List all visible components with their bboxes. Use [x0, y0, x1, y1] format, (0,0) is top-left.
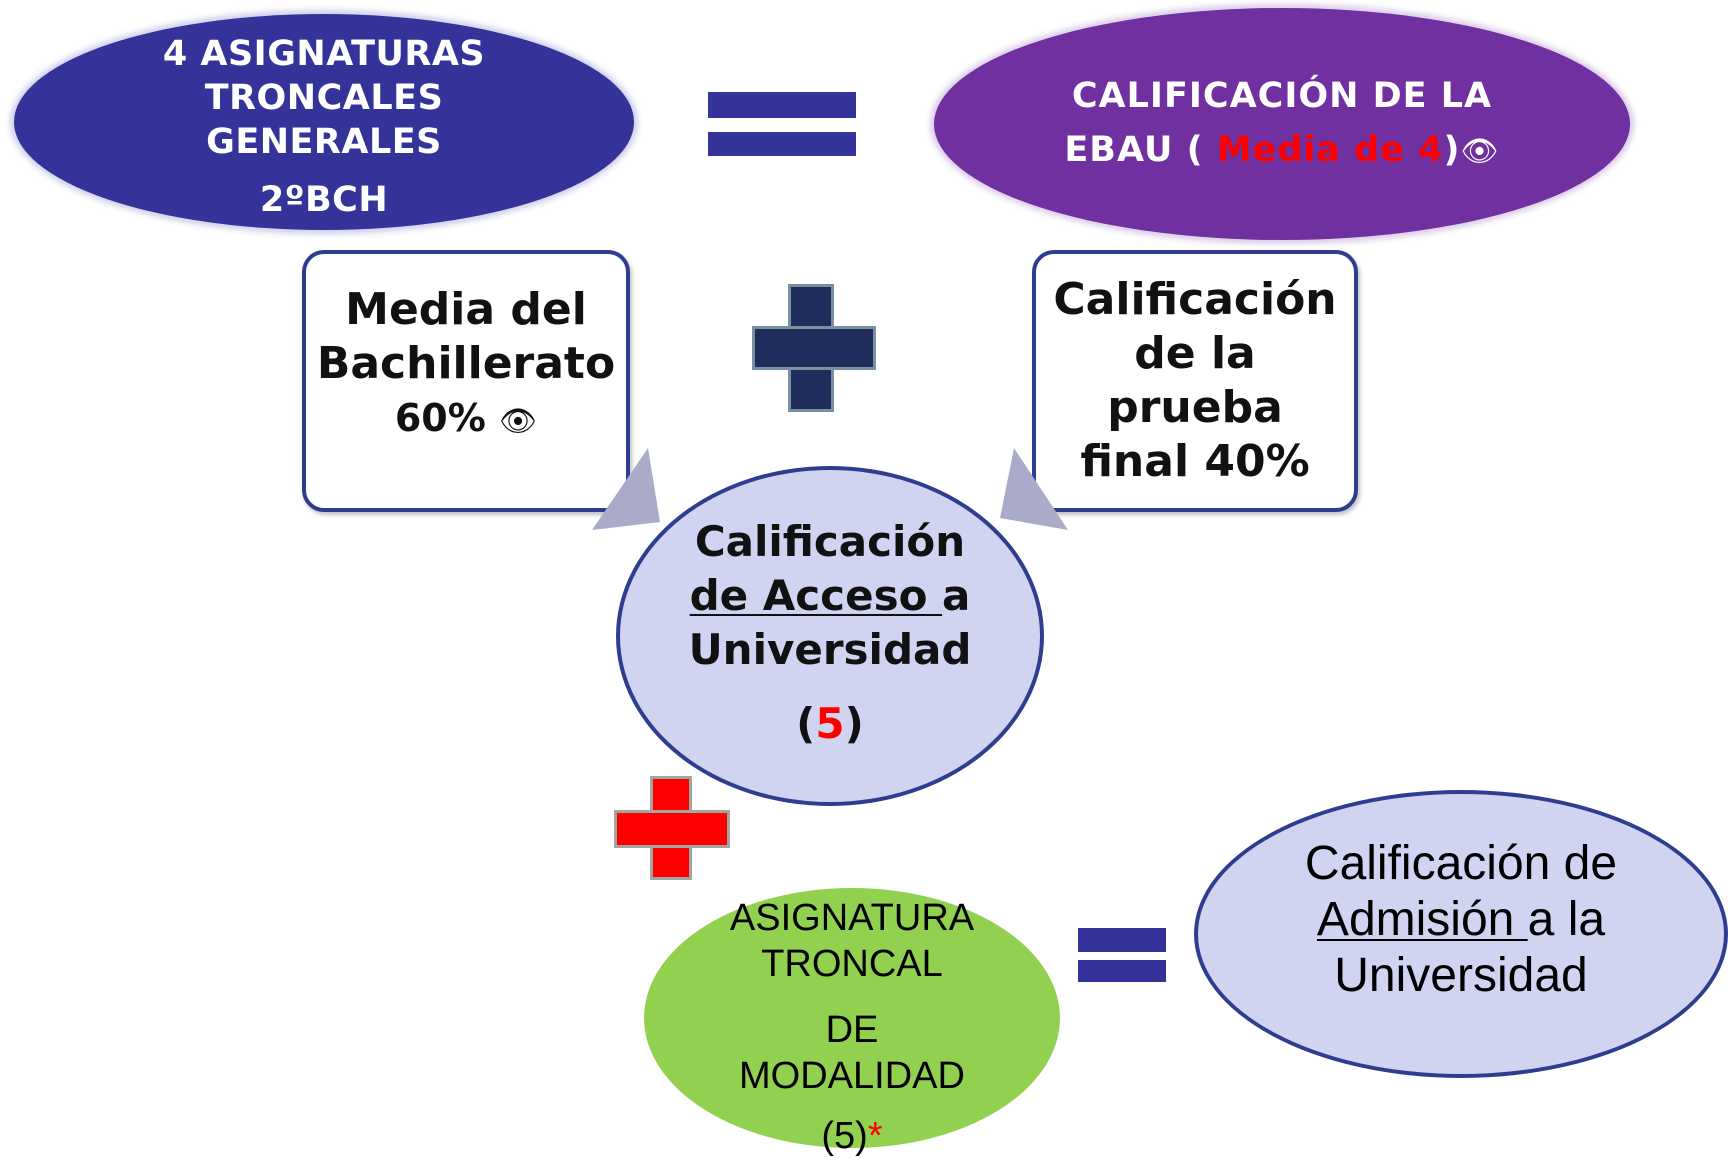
admision-line-1: Calificación de: [1304, 837, 1618, 890]
eye-icon: 👁: [1460, 134, 1500, 169]
media-bachillerato-box: Media del Bachillerato 60% 👁: [302, 250, 630, 512]
admision-underlined: Admisión: [1316, 893, 1528, 946]
modalidad-line-5: (5)*: [644, 1113, 1060, 1159]
acceso-five: 5: [815, 698, 845, 748]
bach-percent: 60%: [394, 396, 500, 440]
modalidad-five: (5): [821, 1115, 868, 1157]
modalidad-asterisk: *: [867, 1115, 883, 1157]
prueba-line-2: de la: [1134, 328, 1256, 379]
troncal-modalidad-ellipse: [644, 888, 1060, 1148]
admision-line-2: Admisión a la: [1317, 892, 1605, 948]
prueba-line-3: prueba: [1107, 382, 1283, 433]
acceso-paren-close: ): [844, 698, 864, 748]
modalidad-line-3: DE: [825, 1009, 879, 1051]
acceso-paren-open: (: [796, 698, 816, 748]
ebau-line-2: EBAU ( Media de 4)👁: [1064, 123, 1499, 179]
calificacion-admision-ellipse: Calificación de Admisión a la Universida…: [1194, 790, 1728, 1078]
acceso-line-3: Universidad: [688, 624, 972, 674]
equals-bar-lower: [708, 132, 856, 156]
modalidad-text: ASIGNATURA TRONCAL DE MODALIDAD (5)*: [644, 895, 1060, 1159]
troncales-line-1: 4 ASIGNATURAS: [162, 34, 486, 74]
acceso-line-2: de Acceso a: [690, 569, 971, 623]
eye-icon: 👁: [499, 404, 538, 439]
prueba-line-4: final 40%: [1080, 436, 1310, 487]
troncales-line-2: TRONCALES: [204, 78, 444, 118]
bach-line-3: 60% 👁: [395, 391, 537, 449]
calificacion-acceso-ellipse: Calificación de Acceso a Universidad (5): [616, 466, 1044, 806]
arrow-left-icon: [592, 448, 660, 530]
acceso-underlined: de Acceso: [689, 570, 943, 620]
prueba-line-1: Calificación: [1053, 274, 1337, 325]
plus-red-center: [653, 813, 689, 845]
ebau-media-de-4: Media de 4: [1216, 130, 1444, 170]
arrow-right-icon: [1000, 448, 1068, 530]
modalidad-line-4: MODALIDAD: [739, 1055, 965, 1097]
equals-bar-upper-2: [1078, 928, 1166, 952]
ebau-line-1: CALIFICACIÓN DE LA: [1071, 76, 1493, 116]
bach-line-2: Bachillerato: [316, 338, 616, 389]
calificacion-ebau-ellipse: CALIFICACIÓN DE LA EBAU ( Media de 4)👁: [934, 8, 1630, 240]
acceso-number: (5): [796, 699, 864, 748]
ebau-line-2-post: ): [1443, 130, 1461, 170]
ebau-line-2-pre: EBAU (: [1064, 130, 1217, 170]
troncales-line-3: GENERALES: [206, 122, 442, 162]
modalidad-line-2: TRONCAL: [761, 943, 943, 985]
equals-bar-upper: [708, 92, 856, 118]
plus-center: [791, 329, 831, 367]
troncales-course: 2ºBCH: [259, 180, 389, 220]
troncales-generales-ellipse: 4 ASIGNATURAS TRONCALES GENERALES 2ºBCH: [14, 14, 634, 230]
bach-line-1: Media del: [345, 284, 587, 335]
acceso-line-1: Calificación: [694, 516, 966, 566]
admision-line-3: Universidad: [1334, 949, 1588, 1002]
modalidad-line-1: ASIGNATURA: [729, 897, 975, 939]
acceso-line-2-rest: a: [942, 570, 971, 620]
admision-line-2-rest: a la: [1527, 893, 1606, 946]
prueba-final-box: Calificación de la prueba final 40%: [1032, 250, 1358, 512]
equals-bar-lower-2: [1078, 960, 1166, 982]
